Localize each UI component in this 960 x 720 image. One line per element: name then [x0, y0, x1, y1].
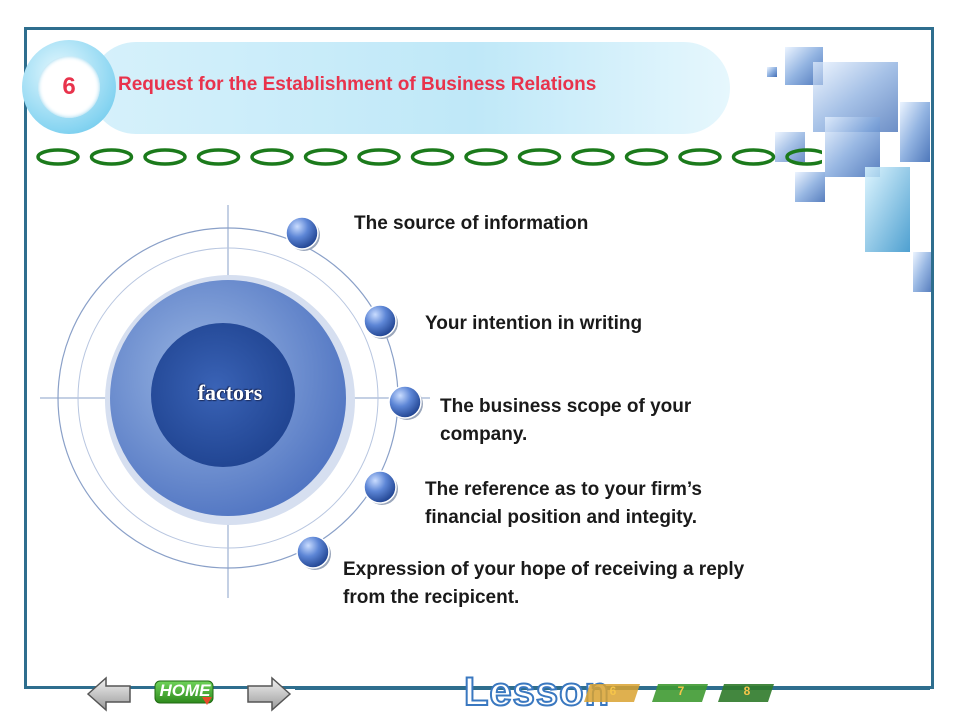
center-label: factors: [197, 380, 263, 405]
cube-shape: [913, 252, 931, 292]
chain-link: [571, 148, 615, 166]
factor-bullet-3: [388, 385, 422, 419]
factor-line: Expression of your hope of receiving a r…: [343, 559, 745, 580]
decorative-chain: [36, 148, 822, 166]
lesson-8-button-bg[interactable]: [718, 682, 776, 704]
cube-shape: [775, 132, 805, 162]
factor-line: The source of information: [354, 213, 589, 234]
lesson-logo: Lesson: [463, 669, 611, 715]
factor-line: company.: [440, 424, 528, 445]
factor-bullet-2: [363, 304, 397, 338]
factor-line: financial position and integity.: [425, 507, 697, 528]
cube-shape: [865, 167, 910, 252]
factor-line: The reference as to your firm’s: [425, 479, 703, 500]
lesson-7-button-bg[interactable]: [652, 682, 710, 704]
slide-number-badge-inner: [38, 56, 100, 118]
lesson-6-button[interactable]: 6: [609, 684, 617, 698]
chain-link: [464, 148, 508, 166]
forward-arrow-icon[interactable]: [246, 676, 292, 712]
factor-line: from the recipicent.: [343, 587, 520, 608]
slide-number: 6: [62, 73, 76, 100]
factor-item-5: Expression of your hope of receiving a r…: [343, 556, 744, 612]
factor-bullet-4: [363, 470, 397, 504]
chain-link: [624, 148, 669, 166]
chain-link: [357, 148, 401, 166]
factor-line: Your intention in writing: [425, 313, 643, 334]
factor-item-4: The reference as to your firm’s financia…: [425, 476, 702, 532]
chain-link: [196, 148, 241, 166]
factor-line: The business scope of your: [440, 396, 692, 417]
inner-circle: [151, 323, 295, 467]
chain-link: [143, 148, 187, 166]
chain-link: [731, 148, 776, 166]
factor-bullet-1: [285, 216, 319, 250]
chain-link: [250, 148, 294, 166]
factor-item-3: The business scope of your company.: [440, 393, 691, 449]
home-button[interactable]: HOME: [159, 681, 211, 700]
decorative-cubes: [767, 47, 931, 292]
factors-diagram: [40, 205, 430, 598]
chain-link: [410, 148, 455, 166]
cube-shape: [795, 172, 825, 202]
factor-bullet-5: [296, 535, 330, 569]
lesson-6-button-bg[interactable]: [584, 682, 642, 704]
chain-link: [36, 148, 80, 166]
factor-item-1: The source of information: [354, 210, 588, 238]
chain-link: [678, 148, 722, 166]
cube-shape: [767, 67, 777, 77]
lesson-8-button[interactable]: 8: [743, 684, 751, 698]
middle-ring: [77, 247, 379, 549]
factor-item-2: Your intention in writing: [425, 310, 642, 338]
title-banner: [90, 42, 730, 134]
lesson-7-button[interactable]: 7: [677, 684, 685, 698]
chain-link: [517, 148, 562, 166]
chain-link: [89, 148, 134, 166]
back-arrow-icon[interactable]: [86, 676, 132, 712]
slide-title: Request for the Establishment of Busines…: [118, 74, 597, 95]
home-button-bg[interactable]: [154, 679, 216, 705]
cube-shape: [900, 102, 930, 162]
chain-link: [785, 148, 822, 166]
chain-link: [303, 148, 348, 166]
